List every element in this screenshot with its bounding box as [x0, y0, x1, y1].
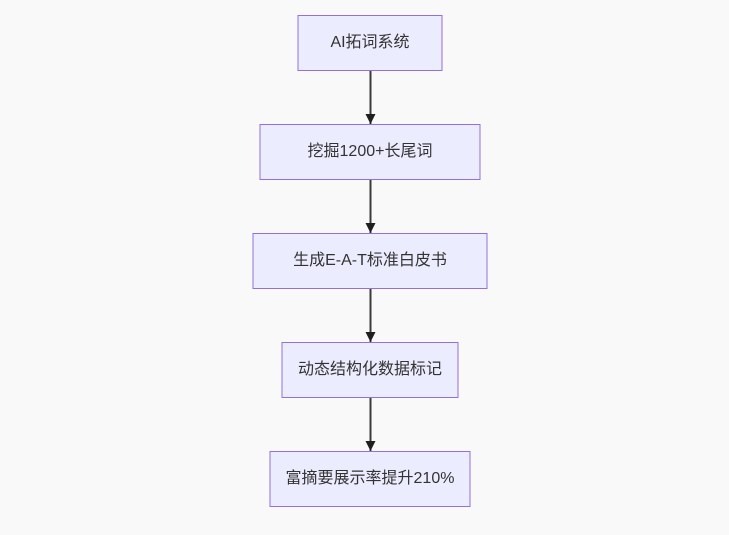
arrow-down-icon [365, 332, 375, 342]
flow-node-label: 富摘要展示率提升210% [285, 470, 455, 487]
flow-node-label: 挖掘1200+长尾词 [307, 143, 433, 160]
flowchart-column: AI拓词系统 挖掘1200+长尾词 生成E-A-T标准白皮书 动态结构化数据标记… [252, 15, 488, 507]
flow-node-rich-snippet-rate-increase: 富摘要展示率提升210% [269, 451, 471, 507]
flow-node-label: 生成E-A-T标准白皮书 [293, 252, 447, 269]
arrow-down-icon [365, 114, 375, 124]
flow-edge-4-5 [365, 398, 375, 451]
flow-edge-2-3 [365, 180, 375, 233]
flow-edge-1-2 [365, 71, 375, 124]
flow-node-mine-longtail-keywords: 挖掘1200+长尾词 [259, 124, 481, 180]
flow-node-ai-word-expansion-system: AI拓词系统 [297, 15, 443, 71]
arrow-down-icon [365, 223, 375, 233]
flow-edge-3-4 [365, 289, 375, 342]
arrow-down-icon [365, 441, 375, 451]
flow-node-generate-eat-whitepaper: 生成E-A-T标准白皮书 [252, 233, 488, 289]
flow-node-label: 动态结构化数据标记 [297, 361, 442, 378]
flow-node-label: AI拓词系统 [330, 34, 410, 51]
flow-node-dynamic-structured-data-markup: 动态结构化数据标记 [281, 342, 458, 398]
